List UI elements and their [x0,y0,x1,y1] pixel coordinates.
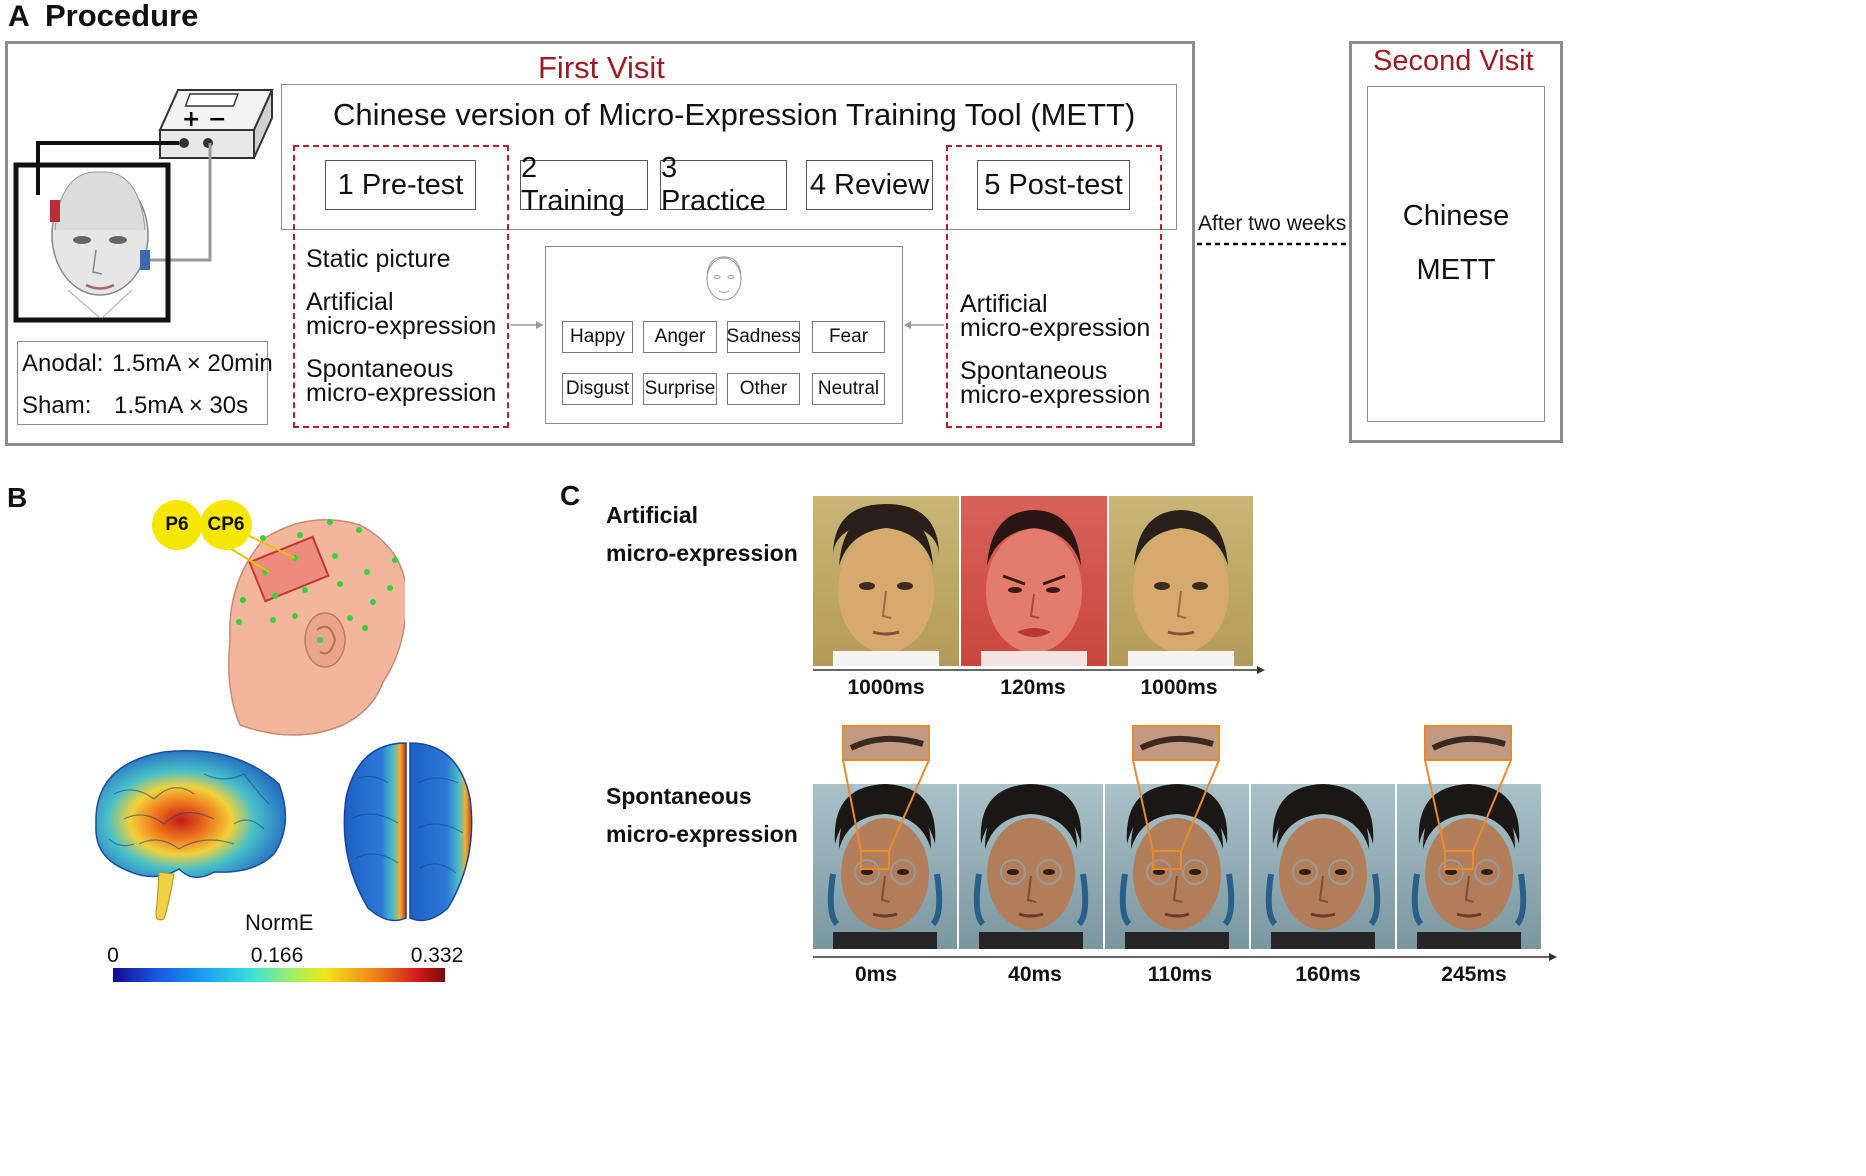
artificial-face-2 [961,496,1107,666]
emotion-option-other: Other [727,373,800,405]
spontaneous-face-1 [813,784,957,949]
face-outline-icon [706,256,742,301]
sham-label: Sham: [22,392,92,419]
connector-arrows [511,242,1347,329]
spontaneous-face-2 [959,784,1103,949]
colorbar-title: NormE [245,910,314,935]
first-visit-title: First Visit [538,50,665,85]
mett-frame [281,84,1177,230]
tdcs-illustration: + − [13,89,274,323]
spontaneous-face-4 [1251,784,1395,949]
spontaneous-face-sequence [813,725,1543,969]
emotion-option-disgust: Disgust [562,373,633,405]
pretest-artificial-2: micro-expression [306,312,497,340]
colorbar [113,968,445,982]
artificial-label-line2: micro-expression [606,540,798,566]
second-visit-inner-box [1367,86,1545,422]
artificial-face-sequence [813,496,1253,666]
pretest-static-picture: Static picture [306,245,451,273]
device-symbols: + − [182,107,227,132]
posttest-dashed-box [946,145,1162,428]
second-visit-title: Second Visit [1373,45,1534,77]
pretest-spontaneous: Spontaneous [306,355,454,383]
spontaneous-time-5: 245ms [1441,963,1507,986]
anodal-label: Anodal: [22,350,104,377]
artificial-face-1 [813,496,959,666]
second-visit-line2: METT [1416,254,1496,286]
emotion-option-fear: Fear [812,321,885,353]
stimulation-params-box [17,341,268,425]
spontaneous-label-line1: Spontaneous [606,783,752,809]
spontaneous-timeline-arrow [813,953,1557,961]
spontaneous-time-3: 110ms [1147,963,1213,986]
step-pre-test: 1 Pre-test [325,160,476,210]
brain-lateral-view [95,749,287,921]
step-review: 4 Review [806,160,933,210]
artificial-time-2: 120ms [1000,676,1066,699]
electrode-p6: P6 [152,500,202,550]
zoom-inset-1 [842,725,930,870]
panel-a-title: Procedure [45,0,199,33]
head-illustration [50,171,150,319]
colorbar-tick-mid: 0.166 [250,944,304,967]
panel-b-letter: B [7,482,28,513]
second-visit-line1: Chinese [1402,200,1510,232]
second-visit-frame [1349,41,1563,443]
artificial-label-line1: Artificial [606,502,699,528]
electrode-cp6: CP6 [200,500,252,550]
posttest-artificial: Artificial [960,290,1048,318]
panel-c-letter: C [560,480,581,511]
emotion-option-neutral: Neutral [812,373,885,405]
pretest-artificial: Artificial [306,288,394,316]
electrode-p6-label: P6 [165,514,189,535]
spontaneous-time-4: 160ms [1295,963,1361,986]
step-post-test: 5 Post-test [977,160,1130,210]
spontaneous-label-line2: micro-expression [606,821,798,847]
artificial-time-1: 1000ms [847,676,925,699]
spontaneous-face-3 [1105,784,1249,949]
emotion-option-surprise: Surprise [643,373,717,405]
after-two-weeks-label: After two weeks [1198,212,1347,235]
panel-a-letter: A [8,0,30,33]
zoom-inset-3 [1132,725,1220,870]
anodal-value: 1.5mA × 20min [112,350,273,377]
colorbar-tick-max: 0.332 [410,944,464,967]
posttest-spontaneous-2: micro-expression [960,381,1151,409]
pretest-spontaneous-2: micro-expression [306,379,497,407]
artificial-time-3: 1000ms [1140,676,1218,699]
sham-value: 1.5mA × 30s [114,392,249,419]
emotion-option-anger: Anger [643,321,717,353]
artificial-timeline-arrow [813,666,1265,674]
first-visit-frame [5,41,1195,446]
posttest-spontaneous: Spontaneous [960,357,1108,385]
spontaneous-time-1: 0ms [854,963,898,986]
pretest-dashed-box [293,145,509,428]
emotion-option-sadness: Sadness [727,321,800,353]
electrode-cp6-label: CP6 [207,514,245,535]
artificial-face-3 [1109,496,1253,666]
spontaneous-time-2: 40ms [1008,963,1062,986]
posttest-artificial-2: micro-expression [960,314,1151,342]
emotion-choice-box [545,246,903,424]
colorbar-tick-min: 0 [107,944,119,967]
brain-top-view [343,742,473,922]
stimulator-device-icon: + − [158,89,274,159]
head-model [199,519,405,736]
spontaneous-face-5 [1397,784,1541,949]
electrode-dots [236,519,398,643]
zoom-inset-5 [1424,725,1512,870]
emotion-option-happy: Happy [562,321,633,353]
mett-title: Chinese version of Micro-Expression Trai… [333,97,1136,132]
